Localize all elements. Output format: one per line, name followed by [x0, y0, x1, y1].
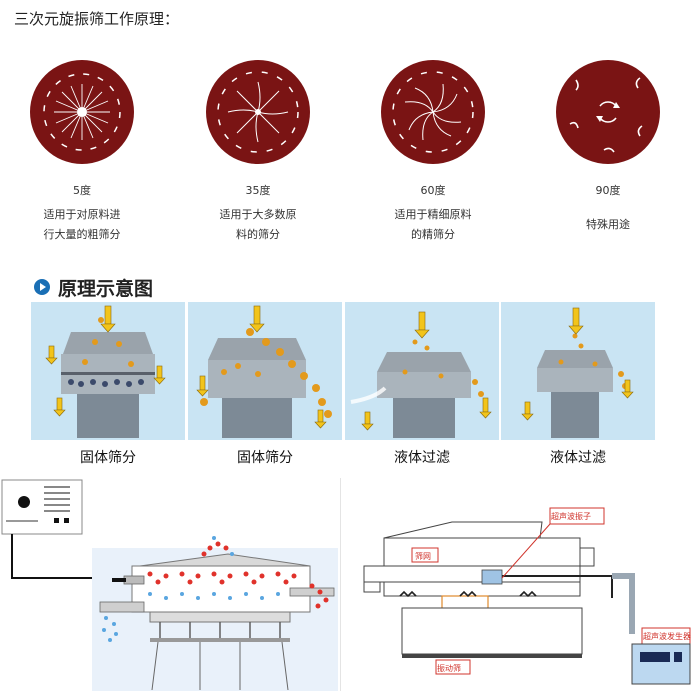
panel-solid-screening-2: [188, 302, 342, 440]
power-knob-icon: [18, 496, 30, 508]
disc-desc-line2: 料的筛分: [236, 228, 280, 241]
transducer-label: 超声波振子: [551, 512, 591, 521]
disc-5-degree-graphic: [30, 60, 134, 164]
vibration-sieve-label: 振动筛: [437, 664, 461, 673]
disc-35-degree-graphic: [206, 60, 310, 164]
disc-5-degree: 5度 适用于对原料进 行大量的粗筛分: [30, 60, 134, 241]
ultrasonic-schematic: [363, 507, 691, 685]
disc-desc-line1: 适用于大多数原: [219, 208, 297, 221]
disc-angle-label: 60度: [420, 184, 446, 197]
disc-desc-line1: 特殊用途: [586, 218, 630, 231]
sieve-illustration: [188, 302, 342, 440]
generator-box: [631, 643, 691, 685]
panel-label: 固体筛分: [80, 450, 136, 466]
mesh-label: 筛网: [415, 552, 431, 561]
disc-35-degree: 35度 适用于大多数原 料的筛分: [206, 60, 310, 241]
panel-label: 液体过滤: [394, 450, 450, 466]
panel-liquid-filtration-2: [501, 302, 655, 440]
disc-desc-line1: 适用于精细原料: [394, 208, 472, 221]
disc-desc-line2: 行大量的粗筛分: [43, 228, 121, 241]
sieve-illustration: [345, 302, 499, 440]
disc-60-degree-graphic: [381, 60, 485, 164]
sieve-illustration: [501, 302, 655, 440]
panel-label: 液体过滤: [550, 450, 606, 466]
disc-angle-label: 5度: [73, 184, 91, 197]
transducer-block: [481, 569, 503, 585]
generator-label: 超声波发生器: [643, 632, 691, 641]
play-arrow-icon: [34, 279, 50, 295]
section-heading: 原理示意图: [58, 278, 154, 300]
disc-60-degree: 60度 适用于精细原料 的精筛分: [381, 60, 485, 241]
disc-desc-line1: 适用于对原料进: [43, 208, 121, 221]
disc-desc-line2: 的精筛分: [411, 228, 455, 241]
panel-solid-screening-1: [31, 302, 185, 440]
sieve-illustration: [31, 302, 185, 440]
panel-label: 固体筛分: [237, 450, 293, 466]
disc-90-degree-graphic: [556, 60, 660, 164]
control-box: [1, 479, 83, 535]
page-title: 三次元旋振筛工作原理：: [14, 10, 180, 28]
panel-liquid-filtration-1: [345, 302, 499, 440]
disc-90-degree: 90度 特殊用途: [556, 60, 660, 231]
section-divider: [340, 478, 341, 691]
disc-angle-label: 90度: [595, 184, 621, 197]
ultrasonic-sieve-illustration: [1, 479, 338, 691]
disc-angle-label: 35度: [245, 184, 271, 197]
